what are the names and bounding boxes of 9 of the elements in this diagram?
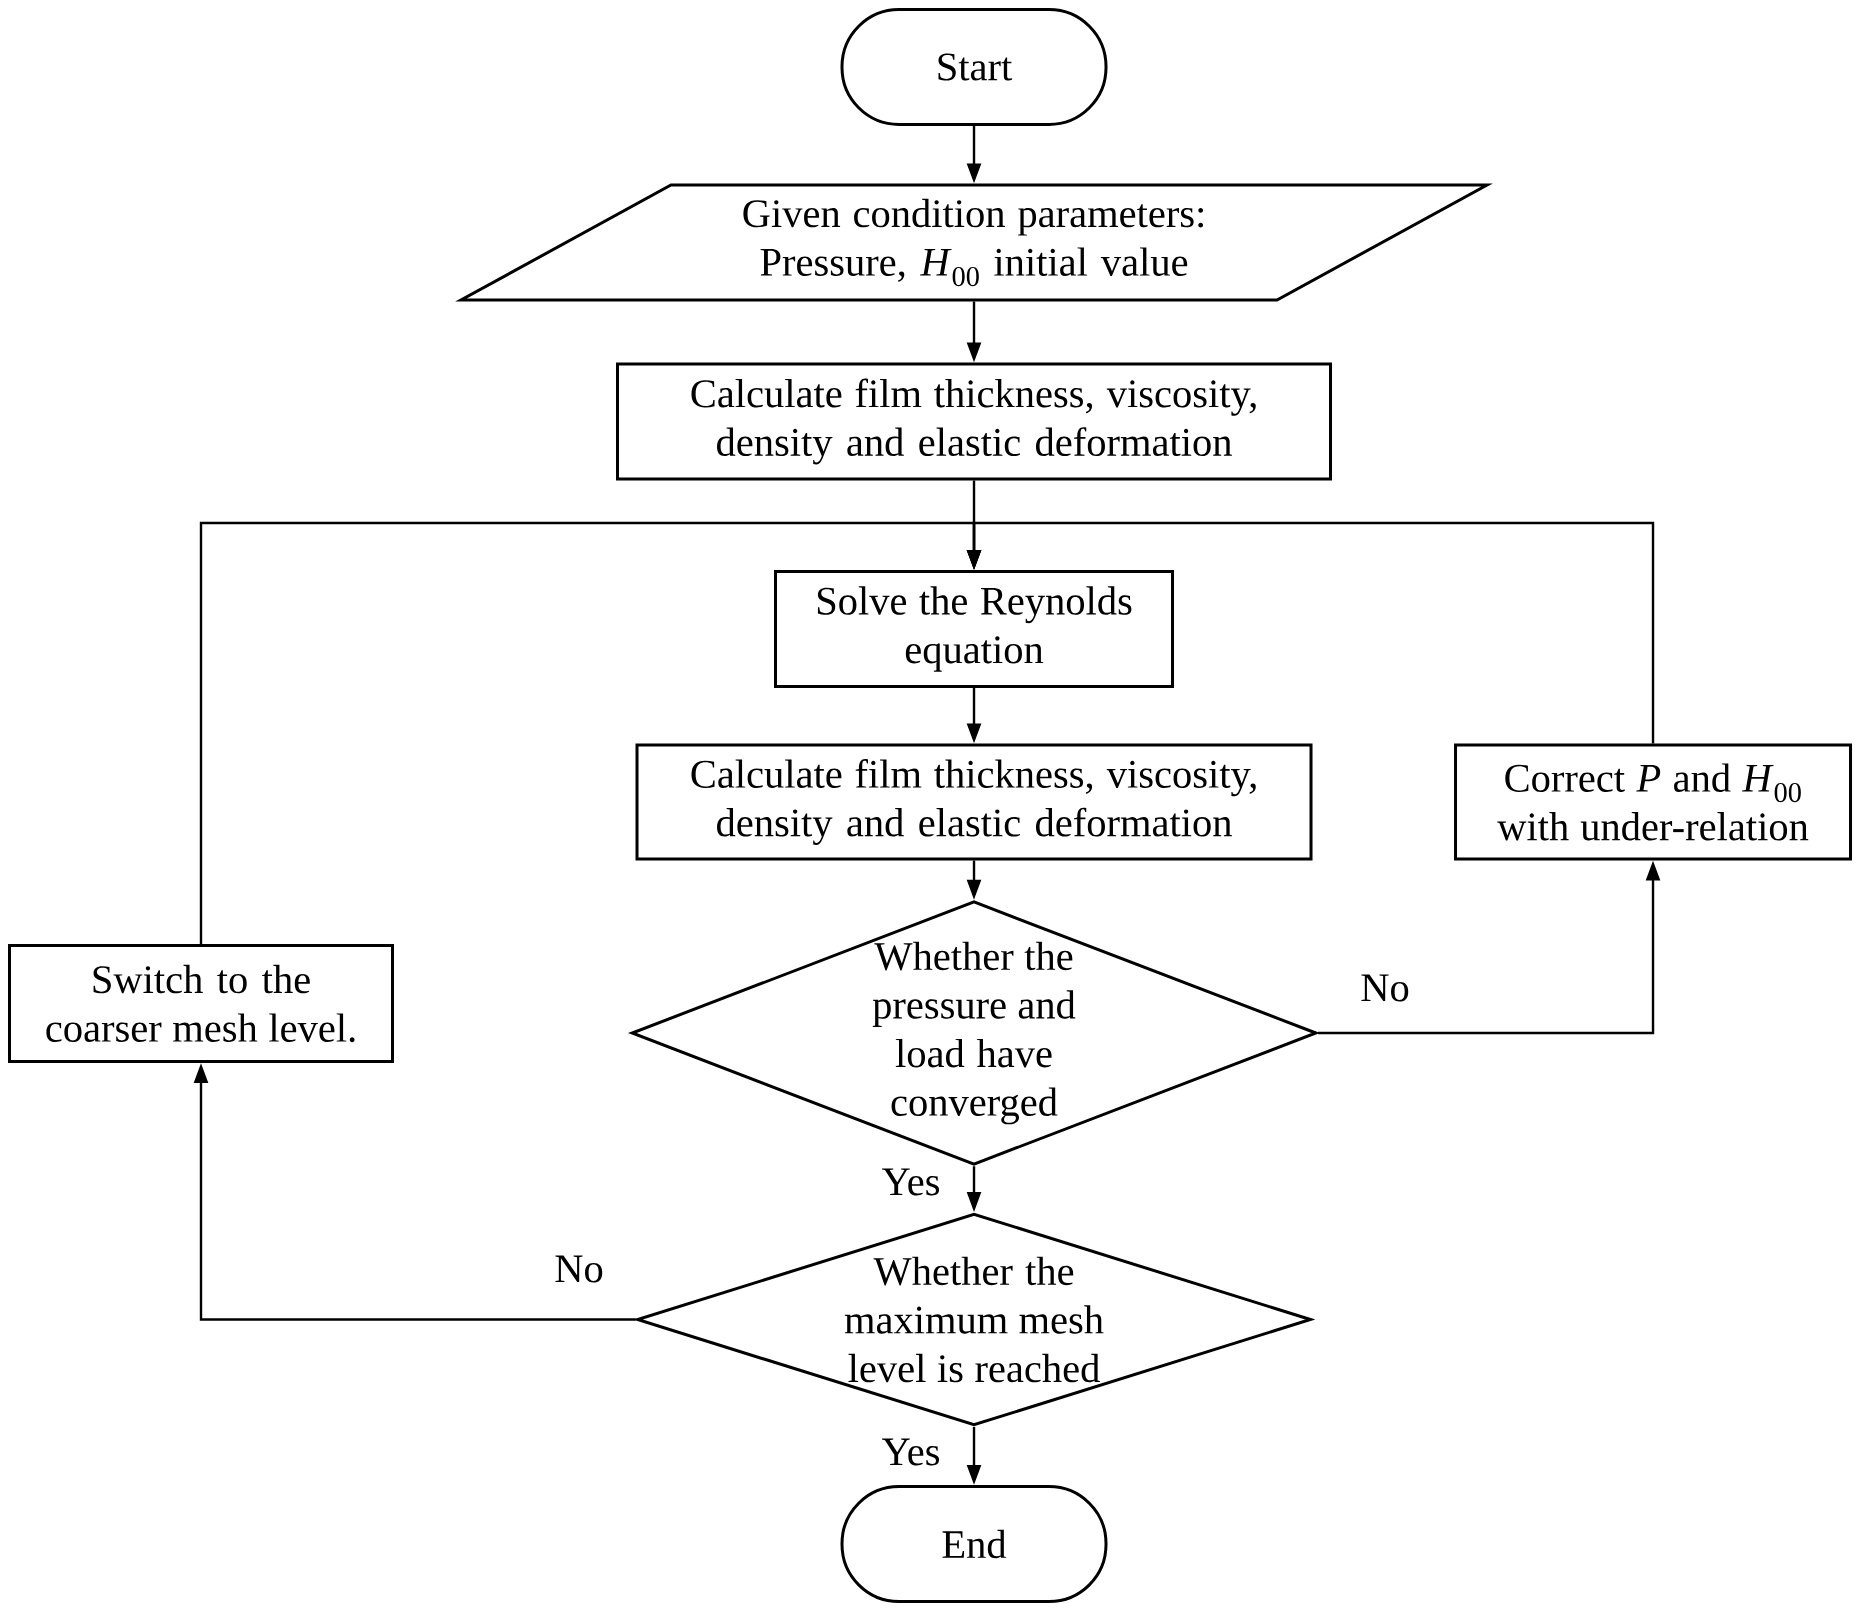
process-box: Switch to the coarser mesh level. [8,944,394,1063]
edge-label: No [1361,974,1409,1002]
process-box: Correct P and H$_{00}$ with under-relation [1454,743,1852,861]
edge-label: No [555,1255,603,1283]
process-box: Calculate film thickness, viscosity, density and elastic deformation [635,743,1313,861]
process-box: Calculate film thickness, viscosity, density and elastic deformation [616,362,1332,481]
edge-label: Yes [882,1168,939,1196]
edge-label: Yes [882,1438,939,1466]
process-box: Solve the Reynolds equation [774,570,1174,688]
